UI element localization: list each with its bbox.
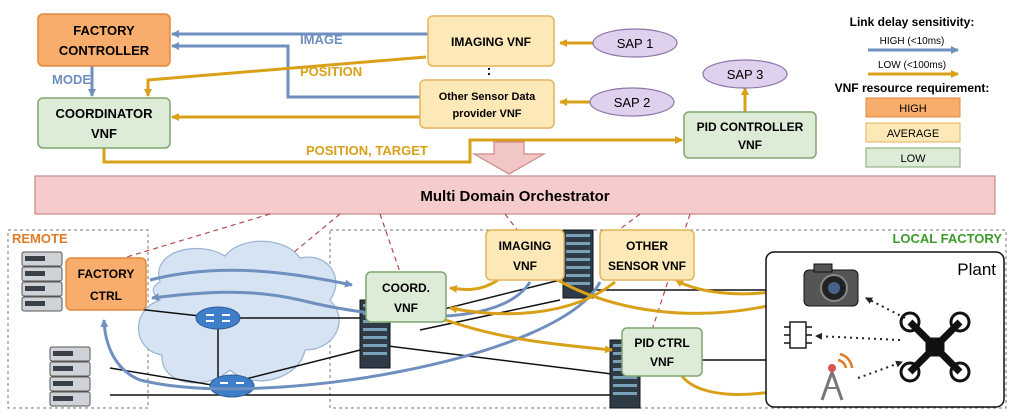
drone-icon [899,311,971,383]
blue-imaging-to-factory [151,281,532,319]
legend-average: AVERAGE [887,128,939,140]
gold-imaging-to-coord [449,278,499,293]
coordinator-vnf-box: COORDINATOR VNF [37,97,171,149]
legend-delay-title: Link delay sensitivity: [850,15,975,29]
router-top-icon [195,306,241,330]
drone-to-chip-arrow [815,332,901,341]
svg-text:SENSOR VNF: SENSOR VNF [608,259,686,273]
label-mode: MODE [52,72,91,87]
other-sensor-vnf-box: Other Sensor Data provider VNF [419,79,555,129]
legend-high: HIGH [899,103,927,115]
local-factory-label: LOCAL FACTORY [892,231,1002,246]
svg-text:CONTROLLER: CONTROLLER [59,43,150,58]
remote-server-top-icon [21,251,63,312]
gold-camera-to-imaging [544,270,806,315]
svg-text:FACTORY: FACTORY [78,267,135,281]
sap3-node: SAP 3 [702,59,788,89]
pid-ctrl-vnf-box: PID CTRL VNF [621,327,703,377]
orchestrator-bar: Multi Domain Orchestrator [34,175,996,215]
coord-vnf-box: COORD. VNF [365,271,447,323]
svg-text:PID CTRL: PID CTRL [634,336,689,350]
drone-to-camera-arrow [865,297,906,319]
pid-controller-vnf-box: PID CONTROLLER VNF [683,111,817,159]
svg-text:VNF: VNF [394,301,418,315]
router-bottom-icon [209,374,255,398]
plant-box: Plant [765,251,1005,408]
svg-text:SAP 2: SAP 2 [614,95,651,110]
plant-label: Plant [957,260,996,279]
blue-factory-to-coord [149,268,353,288]
imaging-vnf-box: IMAGING VNF [427,15,555,67]
label-image: IMAGE [300,32,343,47]
svg-text:VNF: VNF [513,259,537,273]
antenna-to-drone-arrow [857,360,903,379]
chip-icon [784,321,812,349]
gold-sensor-to-coord [449,280,616,316]
label-position: POSITION [300,64,362,79]
antenna-icon [820,352,854,401]
svg-text:FACTORY: FACTORY [73,23,135,38]
link-position-target [102,136,683,164]
network-cloud [137,240,340,384]
svg-text:VNF: VNF [738,138,762,152]
factory-ctrl-box: FACTORY CTRL [65,257,147,311]
other-sensor-vnf-box-bottom: OTHER SENSOR VNF [599,229,695,281]
svg-text:SAP 1: SAP 1 [617,36,654,51]
factory-controller-box: FACTORY CONTROLLER [37,13,171,67]
svg-text:COORD.: COORD. [382,281,430,295]
svg-text:VNF: VNF [91,126,117,141]
blue-sensor-to-factory [100,281,602,391]
gold-coord-to-pid [439,316,613,354]
sensor-server-icon [562,229,594,299]
remote-server-bottom-icon [49,346,91,407]
link-sensor-to-controller [171,42,420,99]
legend-high-delay: HIGH (<10ms) [880,36,945,47]
svg-text:provider VNF: provider VNF [452,108,521,120]
svg-text:SAP 3: SAP 3 [727,67,764,82]
svg-text:PID CONTROLLER: PID CONTROLLER [697,120,804,134]
legend-low: LOW [900,153,926,165]
network-links [109,279,800,396]
remote-label: REMOTE [12,231,68,246]
svg-text:IMAGING VNF: IMAGING VNF [451,35,531,49]
svg-text:OTHER: OTHER [626,239,668,253]
svg-text:IMAGING: IMAGING [499,239,552,253]
ellipsis-dots: : [487,62,492,78]
link-position-imaging [144,55,427,97]
legend-resource-title: VNF resource requirement: [835,81,990,95]
legend: Link delay sensitivity: HIGH (<10ms) LOW… [835,15,990,168]
legend-low-delay: LOW (<100ms) [878,60,946,71]
orchestrator-label: Multi Domain Orchestrator [420,188,609,205]
imaging-vnf-box-bottom: IMAGING VNF [485,229,565,281]
svg-text:VNF: VNF [650,355,674,369]
svg-text:COORDINATOR: COORDINATOR [55,106,153,121]
svg-text:Other Sensor Data: Other Sensor Data [439,91,536,103]
sap2-node: SAP 2 [589,87,675,117]
label-position-target: POSITION, TARGET [306,143,428,158]
sap1-node: SAP 1 [592,28,678,58]
camera-icon [803,263,859,307]
svg-text:CTRL: CTRL [90,289,122,303]
orchestrator-arrow [471,141,547,175]
